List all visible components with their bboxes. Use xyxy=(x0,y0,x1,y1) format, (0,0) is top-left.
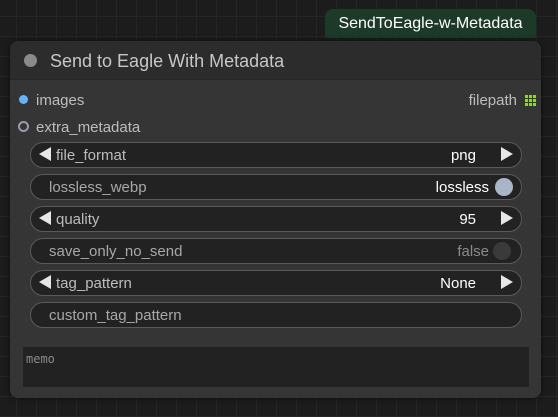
arrow-left-icon[interactable] xyxy=(39,147,51,161)
arrow-right-icon[interactable] xyxy=(501,275,513,289)
save-only-no-send-toggle[interactable]: save_only_no_send false xyxy=(30,238,522,264)
custom-tag-pattern-label: custom_tag_pattern xyxy=(49,307,182,324)
node-type-badge: SendToEagle-w-Metadata xyxy=(325,9,536,38)
arrow-left-icon[interactable] xyxy=(39,275,51,289)
tag-pattern-combo[interactable]: tag_pattern None xyxy=(30,270,522,296)
node-send-to-eagle[interactable]: Send to Eagle With Metadata images extra… xyxy=(10,41,541,398)
tag-pattern-label: tag_pattern xyxy=(56,275,132,292)
save-only-no-send-value: false xyxy=(457,243,489,260)
node-title: Send to Eagle With Metadata xyxy=(50,51,285,71)
filepath-output-label: filepath xyxy=(468,92,517,109)
quality-value: 95 xyxy=(459,211,476,228)
lossless-webp-value: lossless xyxy=(435,179,489,196)
images-input-label: images xyxy=(36,92,85,109)
file-format-value: png xyxy=(450,147,476,164)
images-input-slot-icon[interactable] xyxy=(19,95,28,104)
collapse-dot-icon[interactable] xyxy=(24,54,37,67)
lossless-webp-label: lossless_webp xyxy=(49,179,147,196)
arrow-right-icon[interactable] xyxy=(501,147,513,161)
file-format-combo[interactable]: file_format png xyxy=(30,142,522,168)
arrow-right-icon[interactable] xyxy=(501,211,513,225)
arrow-left-icon[interactable] xyxy=(39,211,51,225)
extra-metadata-input-slot-icon[interactable] xyxy=(18,121,29,132)
toggle-on-knob-icon[interactable] xyxy=(495,178,513,196)
quality-number-widget[interactable]: quality 95 xyxy=(30,206,522,232)
custom-tag-pattern-input[interactable]: custom_tag_pattern xyxy=(30,302,522,328)
memo-textarea[interactable] xyxy=(23,347,529,387)
tag-pattern-value: None xyxy=(440,275,476,292)
quality-label: quality xyxy=(56,211,100,228)
extra-metadata-input-label: extra_metadata xyxy=(36,119,141,136)
node-header[interactable]: Send to Eagle With Metadata xyxy=(10,41,541,80)
filepath-output-grid-icon[interactable] xyxy=(525,95,536,106)
toggle-off-knob-icon[interactable] xyxy=(493,242,511,260)
lossless-webp-toggle[interactable]: lossless_webp lossless xyxy=(30,174,522,200)
save-only-no-send-label: save_only_no_send xyxy=(49,243,183,260)
file-format-label: file_format xyxy=(56,147,127,164)
